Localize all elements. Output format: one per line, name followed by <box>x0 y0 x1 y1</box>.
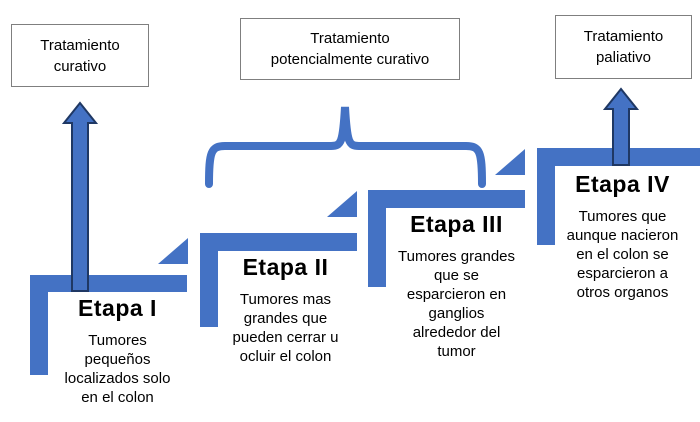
step-shape-etapa-1 <box>30 275 187 375</box>
treatment-box-curativo: Tratamiento curativo <box>11 24 149 87</box>
step-triangle-1-2-icon <box>158 238 188 264</box>
stage-etapa-1: Etapa I Tumores pequeños localizados sol… <box>45 293 190 407</box>
stage-title: Etapa III <box>410 211 503 237</box>
stage-description: Tumores que aunque nacieron en el colon … <box>566 208 679 301</box>
up-arrow-paliativo-icon <box>602 87 640 166</box>
stage-etapa-4: Etapa IV Tumores que aunque nacieron en … <box>549 169 696 302</box>
stage-title: Etapa II <box>242 254 329 280</box>
stage-title: Etapa IV <box>575 171 670 197</box>
stage-title: Etapa I <box>78 295 157 321</box>
step-shape-etapa-2 <box>200 233 357 327</box>
step-triangle-3-4-icon <box>495 149 525 175</box>
stage-etapa-3: Etapa III Tumores grandes que se esparci… <box>383 209 530 361</box>
treatment-box-paliativo: Tratamiento paliativo <box>555 15 692 79</box>
treatment-box-potencialmente-curativo: Tratamiento potencialmente curativo <box>240 18 460 80</box>
up-arrow-curativo-icon <box>61 101 99 292</box>
stage-description: Tumores grandes que se esparcieron en ga… <box>398 248 515 360</box>
stage-etapa-2: Etapa II Tumores mas grandes que pueden … <box>213 252 358 366</box>
stage-description: Tumores pequeños localizados solo en el … <box>64 332 171 406</box>
step-shape-etapa-3 <box>368 190 525 287</box>
step-shape-etapa-4 <box>537 148 700 245</box>
curly-brace-icon <box>205 106 486 188</box>
stage-description: Tumores mas grandes que pueden cerrar u … <box>232 291 339 365</box>
step-triangle-2-3-icon <box>327 191 357 217</box>
